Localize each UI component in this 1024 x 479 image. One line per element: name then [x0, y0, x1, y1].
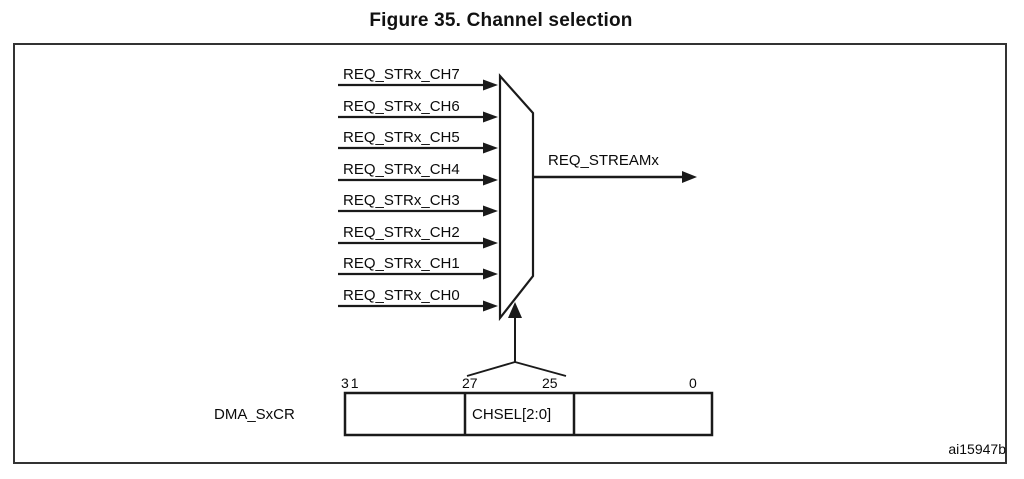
mux-input-label-ch7: REQ_STRx_CH7	[343, 66, 460, 83]
figure-id-watermark: ai15947b	[948, 441, 1006, 457]
mux-input-label-ch2: REQ_STRx_CH2	[343, 224, 460, 241]
chsel-fan-lines	[466, 361, 567, 377]
mux-select-arrow	[508, 302, 522, 362]
mux-output-label: REQ_STREAMx	[548, 152, 659, 169]
mux-input-label-ch4: REQ_STRx_CH4	[343, 161, 460, 178]
bit-label-0: 0	[689, 375, 697, 391]
bit-label-25: 25	[542, 375, 558, 391]
mux-input-arrows	[338, 79, 498, 312]
mux-shape	[498, 73, 535, 322]
mux-input-label-ch1: REQ_STRx_CH1	[343, 255, 460, 272]
bit-label-27: 27	[462, 375, 478, 391]
mux-output-arrow	[534, 171, 697, 183]
bit-label-31: 31	[341, 375, 361, 391]
mux-input-label-ch5: REQ_STRx_CH5	[343, 129, 460, 146]
figure-title: Figure 35. Channel selection	[369, 10, 633, 31]
mux-input-label-ch6: REQ_STRx_CH6	[343, 98, 460, 115]
mux-input-label-ch0: REQ_STRx_CH0	[343, 287, 460, 304]
register-field-label: CHSEL[2:0]	[472, 406, 552, 423]
register-name: DMA_SxCR	[214, 406, 295, 423]
mux-input-label-ch3: REQ_STRx_CH3	[343, 192, 460, 209]
register-box	[343, 391, 714, 437]
